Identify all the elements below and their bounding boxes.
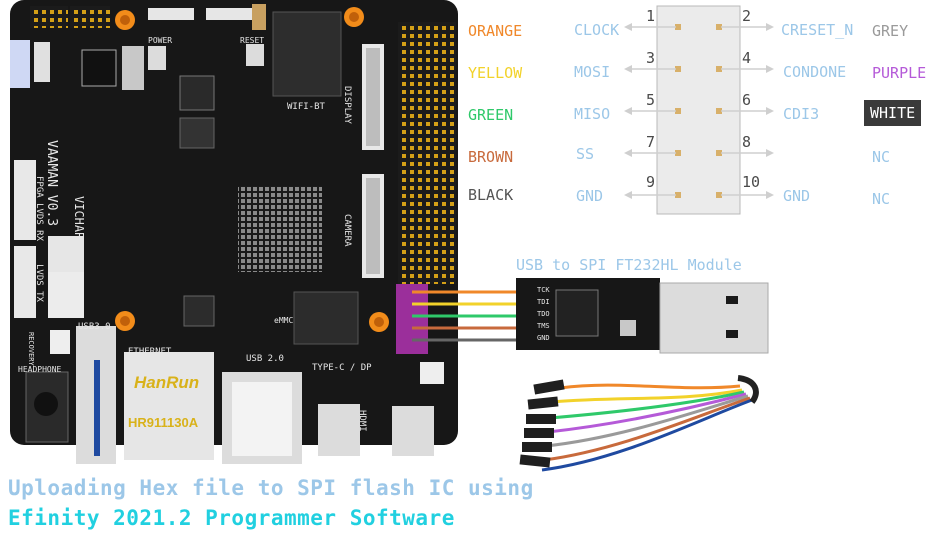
reset-label: RESET <box>240 36 265 45</box>
hdmi-label: HDMI <box>357 410 367 432</box>
pin-number-1: 1 <box>646 7 656 25</box>
display-label: DISPLAY <box>342 86 352 124</box>
headphone-label: HEADPHONE <box>18 365 62 374</box>
module-title: USB to SPI FT232HL Module <box>516 256 742 274</box>
signal-pin4: CONDONE <box>783 63 847 81</box>
camera-label: CAMERA <box>342 214 352 247</box>
pin-number-5: 5 <box>646 91 656 109</box>
signal-pin7: SS <box>576 145 595 163</box>
pin-number-2: 2 <box>742 7 752 25</box>
module-pin-gnd: GND <box>537 334 550 342</box>
typec-label: TYPE-C / DP <box>312 363 372 373</box>
power-label: POWER <box>148 36 173 45</box>
jack-brand: HanRun <box>134 373 200 392</box>
module-pin-tms: TMS <box>537 322 550 330</box>
wire-name-pin6: WHITE <box>864 100 922 126</box>
pin-number-8: 8 <box>742 133 752 151</box>
pin-number-10: 10 <box>742 173 761 191</box>
cable-bundle <box>541 375 759 472</box>
signal-pin10: GND <box>783 187 811 205</box>
caption-line-2: Efinity 2021.2 Programmer Software <box>8 506 455 530</box>
module-pin-tdi: TDI <box>537 298 550 306</box>
wire-name-pin3: YELLOW <box>468 64 523 82</box>
spi-connector <box>656 5 741 215</box>
caption-line-1: Uploading Hex file to SPI flash IC using <box>8 476 534 500</box>
wire-name-pin4: PURPLE <box>872 64 927 82</box>
fpga-rx-label: FPGA LVDS RX <box>34 176 44 242</box>
wire-name-pin2: GREY <box>872 22 909 40</box>
soc <box>238 186 322 272</box>
usb2-label: USB 2.0 <box>246 354 284 364</box>
usb3-label: USB3.0 <box>78 322 111 332</box>
signal-pin2: CRESET_N <box>781 21 854 39</box>
recovery-label: RECOVERY <box>27 332 35 366</box>
pin-number-4: 4 <box>742 49 752 67</box>
ethernet-label: ETHERNET <box>128 347 172 357</box>
typec-port <box>318 404 360 456</box>
board-brand: VICHARAK <box>72 196 86 254</box>
wire-name-pin5: GREEN <box>468 106 514 124</box>
lvds-tx-label: LVDS TX <box>34 264 44 302</box>
emmc-label: eMMC <box>274 316 294 325</box>
signal-pin3: MOSI <box>574 63 611 81</box>
module-pin-tck: TCK <box>537 286 550 294</box>
wire-name-pin8: NC <box>872 148 891 166</box>
signal-pin6: CDI3 <box>783 105 820 123</box>
gpio-header <box>398 22 456 284</box>
ethernet-jack <box>124 352 214 460</box>
jumper-wires <box>412 290 522 342</box>
pin-number-3: 3 <box>646 49 656 67</box>
signal-pin1: CLOCK <box>574 21 620 39</box>
pin-number-7: 7 <box>646 133 656 151</box>
wire-name-pin1: ORANGE <box>468 22 523 40</box>
connector-pins <box>675 24 722 198</box>
wifi-module <box>272 11 342 97</box>
wire-name-pin9: BLACK <box>468 186 514 204</box>
jack-model: HR911130A <box>128 415 199 430</box>
signal-pin9: GND <box>576 187 604 205</box>
signal-pin5: MISO <box>574 105 611 123</box>
pin-number-9: 9 <box>646 173 656 191</box>
module-pin-tdo: TDO <box>537 310 550 318</box>
wire-name-pin10: NC <box>872 190 891 208</box>
wifi-label: WIFI-BT <box>287 102 325 112</box>
usb-a-plug <box>659 282 769 354</box>
pin-number-6: 6 <box>742 91 752 109</box>
wire-name-pin7: BROWN <box>468 148 514 166</box>
